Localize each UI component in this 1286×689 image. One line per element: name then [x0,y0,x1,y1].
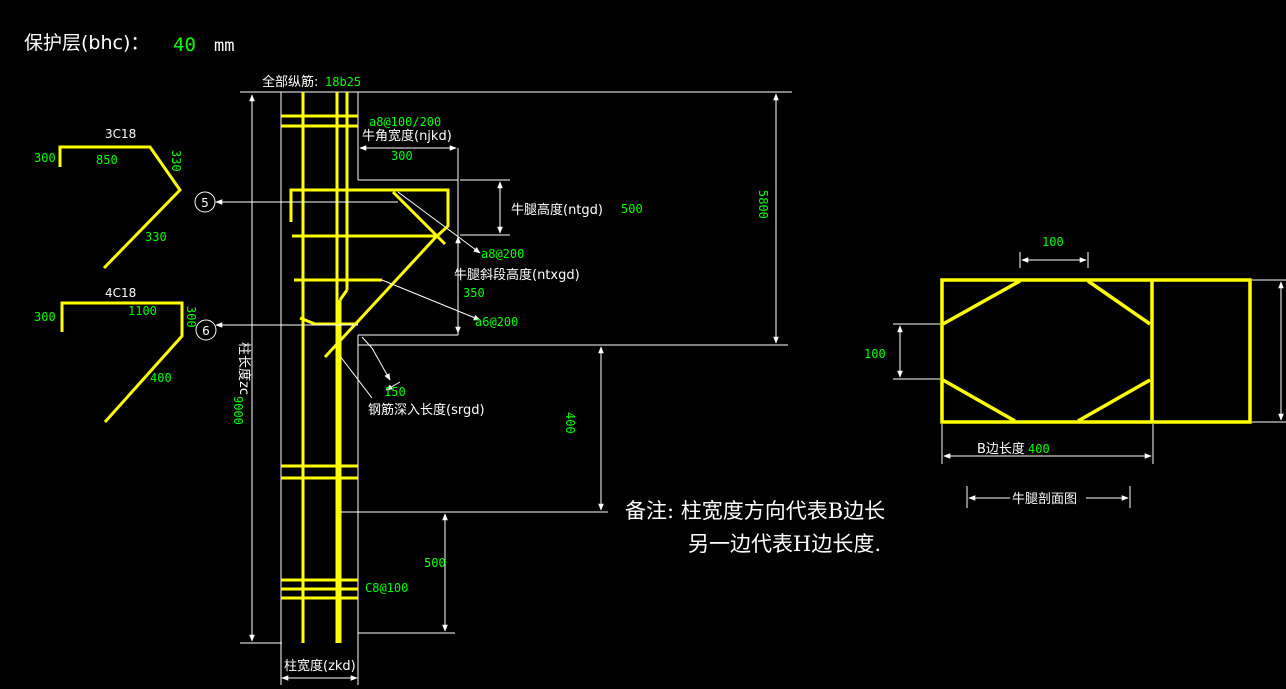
height-value: 500 [621,202,643,216]
bar6-marker: 6 [202,324,210,338]
dim-lower-group: 400 [563,412,577,434]
bar5-slope: 330 [145,230,167,244]
corner-width-label: 牛角宽度(njkd) [362,128,452,144]
corbel-rebar [289,188,450,359]
dim-lower: 400 [563,412,577,434]
all-bars-label: 全部纵筋: [262,74,318,90]
bar-shapes [58,145,184,424]
section-bottom-value: 400 [1028,442,1050,456]
dim-base: 500 [424,556,446,570]
section-bottom-label: B边长度 [977,441,1025,457]
bar5-name: 3C18 [105,127,136,141]
bar6-marker-circle [195,319,217,341]
note-line1: 备注: 柱宽度方向代表B边长 [625,499,885,523]
height-label: 牛腿高度(ntgd) [511,202,603,218]
section-top-dim: 100 [1042,235,1064,249]
stirrup-1: a8@200 [481,247,524,261]
bar6-right-group: 300 [184,306,198,328]
bar6-slope: 400 [150,371,172,385]
bar6-name: 4C18 [105,286,136,300]
dim-upper: 5800 [756,190,770,219]
stirrup-2: a6@200 [475,315,518,329]
column-width-label: 柱宽度(zkd) [284,658,356,674]
all-bars-value: 18b25 [325,75,361,89]
slope-height-label: 牛腿斜段高度(ntxgd) [454,267,580,283]
cover-value: 40 [173,34,196,56]
embed-label: 钢筋深入长度(srgd) [368,402,485,418]
bar6-left: 300 [34,310,56,324]
cover-unit: mm [214,36,234,56]
dim-upper-group: 5800 [756,190,770,219]
slope-height-value: 350 [463,286,485,300]
note-line2: 另一边代表H边长度. [688,532,881,556]
section-view [940,278,1252,424]
section-left-dim: 100 [864,347,886,361]
section-dimensions [893,252,1286,508]
stirrup-top: a8@100/200 [369,115,441,129]
bar5-top: 850 [96,153,118,167]
column-outline [240,91,792,685]
bar5-left: 300 [34,151,56,165]
cover-label: 保护层(bhc)： [24,32,149,54]
column-length-value: 9000 [231,396,245,425]
column-length-group: 柱长度zc [236,342,252,395]
column-length-value-group: 9000 [231,396,245,425]
section-title: 牛腿剖面图 [1012,492,1077,507]
column-rebar [281,92,358,643]
bar5-marker: 5 [201,196,209,210]
bar6-top: 1100 [128,304,157,318]
bar5-marker-circle [194,191,216,213]
corner-width-value: 300 [391,149,413,163]
embed-value: 150 [384,385,406,399]
bar5-right-group: 330 [169,150,183,172]
stirrup-bottom: C8@100 [365,581,408,595]
dimension-lines [215,93,779,681]
bar5-right: 330 [169,150,183,172]
column-length-label: 柱长度zc [236,342,252,395]
bar6-right: 300 [184,306,198,328]
